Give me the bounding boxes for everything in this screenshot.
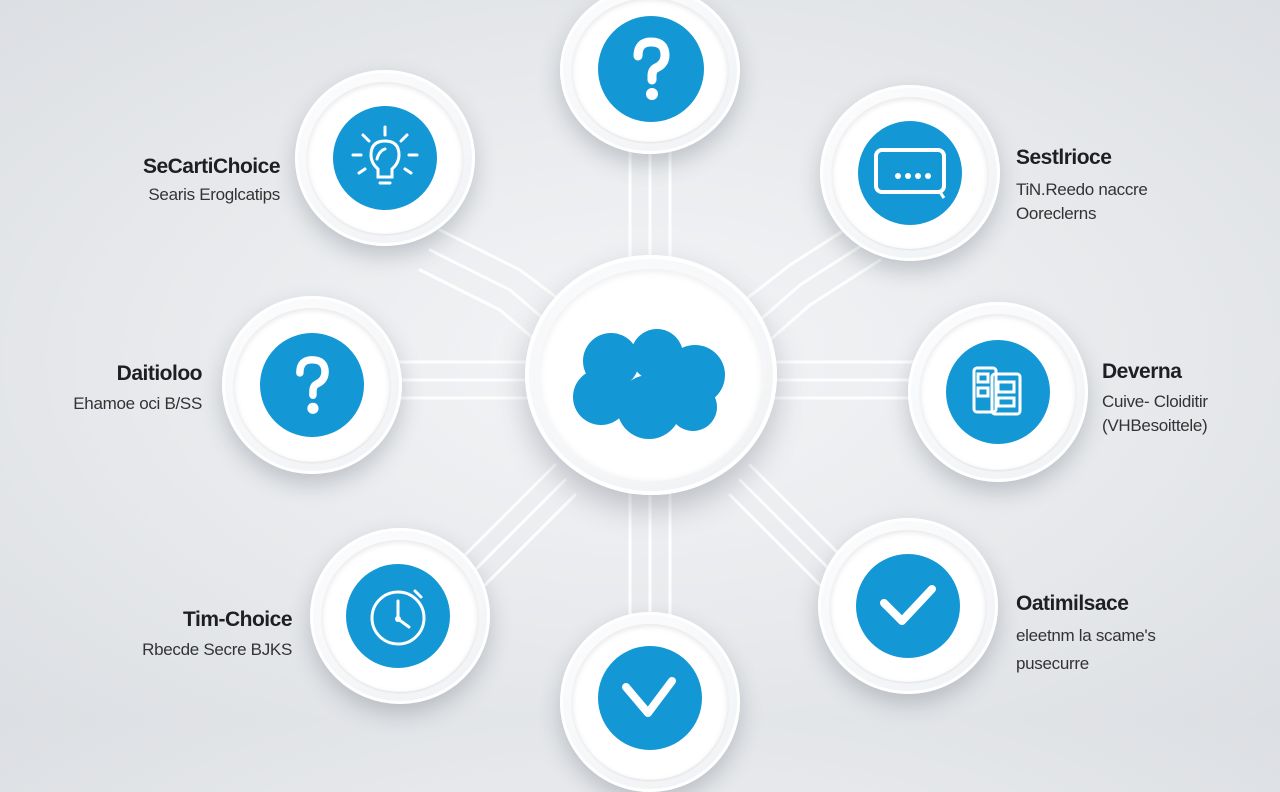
cloud-icon — [573, 329, 725, 439]
devices-icon — [972, 366, 1022, 416]
checkmark-icon — [880, 585, 936, 625]
node-title: Daitioloo — [116, 362, 203, 385]
node-bottom[interactable] — [560, 612, 740, 792]
node-title: Deverna — [1102, 360, 1182, 383]
node-top[interactable] — [560, 0, 740, 154]
node-title: Sestlrioce — [1016, 146, 1112, 169]
node-mid-right[interactable] — [908, 302, 1088, 482]
node-bottom-right[interactable] — [818, 518, 998, 694]
node-subtitle: eleetnm la scame's — [1016, 626, 1156, 645]
screen-icon — [874, 148, 946, 199]
lightbulb-icon — [351, 125, 419, 185]
label-bottom-left: Tim-Choice Rbecde Secre BJKS — [142, 608, 292, 660]
connector-lines — [0, 0, 1280, 720]
node-subtitle: Ehamoe oci B/SS — [73, 394, 202, 413]
node-top-left[interactable] — [295, 70, 475, 246]
node-subtitle-2: Ooreclerns — [1016, 204, 1097, 223]
node-subtitle: Cuive- Cloiditir — [1102, 392, 1208, 411]
label-mid-right: Deverna Cuive- Cloiditir (VHBesoittele) — [1102, 360, 1208, 436]
node-top-right[interactable] — [820, 85, 1000, 261]
node-title: SeCartiChoice — [142, 155, 281, 178]
center-hub[interactable] — [525, 255, 777, 495]
node-subtitle: Searis Eroglcatips — [148, 185, 280, 204]
node-title: Tim-Choice — [183, 608, 292, 631]
clock-icon — [370, 589, 426, 646]
label-top-left: SeCartiChoice Searis Eroglcatips — [142, 155, 281, 205]
checkmark-icon — [622, 677, 676, 717]
node-subtitle-2: pusecurre — [1016, 654, 1089, 673]
node-mid-left[interactable] — [222, 296, 402, 474]
node-subtitle-2: (VHBesoittele) — [1102, 416, 1208, 435]
question-mark-icon — [296, 356, 329, 414]
label-top-right: Sestlrioce TiN.Reedo naccre Ooreclerns — [1016, 146, 1148, 224]
label-mid-left: Daitioloo Ehamoe oci B/SS — [73, 362, 202, 414]
node-subtitle: TiN.Reedo naccre — [1016, 180, 1148, 199]
node-title: Oatimilsace — [1016, 592, 1129, 615]
label-bottom-right: Oatimilsace eleetnm la scame's pusecurre — [1016, 592, 1156, 674]
node-bottom-left[interactable] — [310, 528, 490, 704]
node-subtitle: Rbecde Secre BJKS — [142, 640, 292, 659]
question-mark-icon — [633, 37, 670, 100]
